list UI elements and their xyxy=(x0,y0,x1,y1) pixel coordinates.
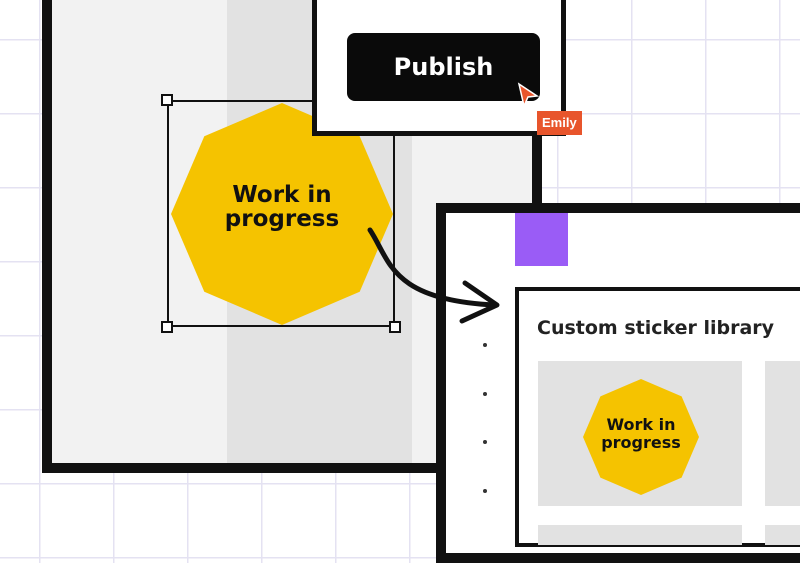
toolbar-dot xyxy=(483,440,487,444)
library-sticker-label-line1: Work in xyxy=(606,415,676,434)
collaborator-name-tag: Emily xyxy=(537,111,582,135)
resize-handle-bottom-right[interactable] xyxy=(389,321,401,333)
toolbar-dot xyxy=(483,392,487,396)
library-title: Custom sticker library xyxy=(537,317,775,339)
library-sticker-octagon[interactable] xyxy=(583,379,699,495)
resize-handle-bottom-left[interactable] xyxy=(161,321,173,333)
library-tile[interactable] xyxy=(765,525,800,545)
color-swatch-purple[interactable] xyxy=(515,213,568,266)
library-tile[interactable] xyxy=(765,361,800,506)
selection-box[interactable] xyxy=(167,100,395,327)
resize-handle-top-left[interactable] xyxy=(161,94,173,106)
library-sticker-label: Work in progress xyxy=(583,416,699,452)
publish-button[interactable]: Publish xyxy=(347,33,540,101)
cursor-icon xyxy=(517,82,539,108)
toolbar-dot xyxy=(483,489,487,493)
curved-arrow-icon xyxy=(367,227,500,324)
library-sticker-label-line2: progress xyxy=(601,433,681,452)
sticker-label: Work in progress xyxy=(171,183,393,231)
toolbar-dot xyxy=(483,343,487,347)
sticker-label-line1: Work in xyxy=(232,182,332,208)
sticker-octagon[interactable] xyxy=(171,103,393,325)
library-tile[interactable] xyxy=(538,525,742,545)
sticker-label-line2: progress xyxy=(224,206,340,232)
